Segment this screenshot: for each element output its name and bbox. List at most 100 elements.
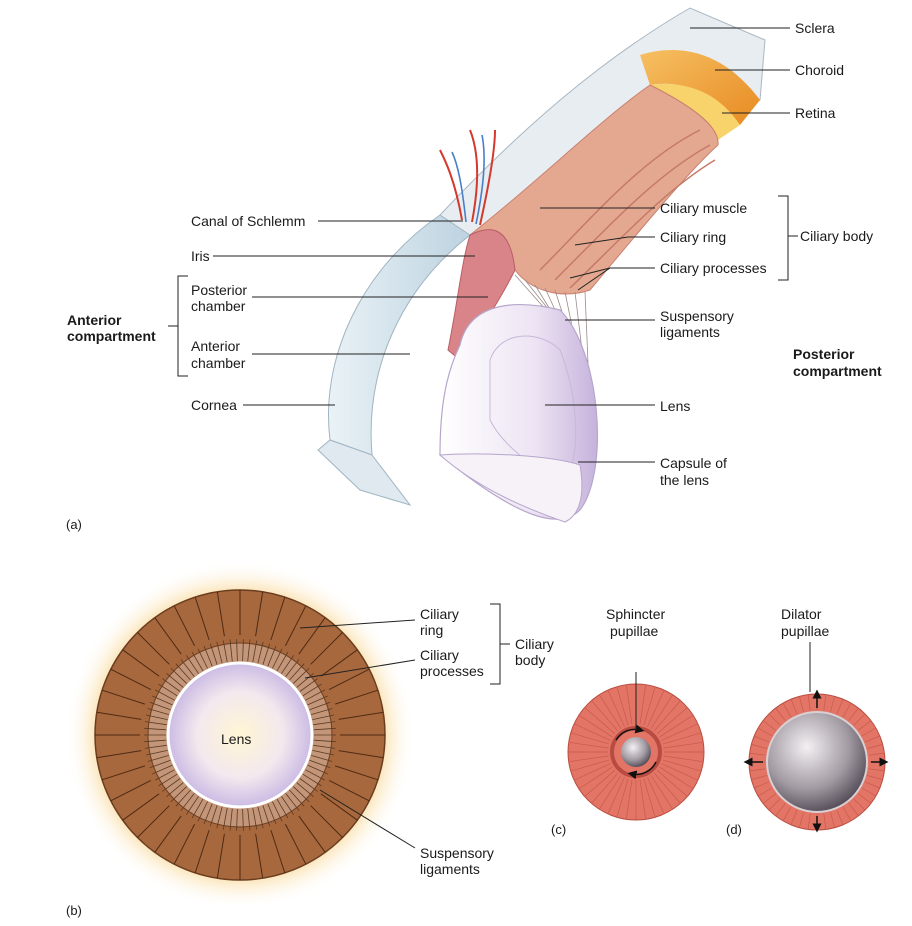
ciliary-process-fiber <box>222 807 228 830</box>
label-b-ciliary-processes-1: Ciliary <box>420 647 459 663</box>
ciliary-process-fiber <box>229 639 233 662</box>
ciliary-process-fiber <box>247 808 251 831</box>
dilator-radial-fiber <box>754 781 770 789</box>
dilator-radial-fiber <box>836 699 844 715</box>
dilator-radial-fibers <box>749 694 885 830</box>
sphincter-radial-fiber <box>591 700 618 732</box>
panel-a-illustration <box>317 7 766 523</box>
panel-d-illustration <box>743 642 889 833</box>
dilator-radial-fiber <box>867 775 883 780</box>
canal-vessels <box>439 129 496 226</box>
dilator-radial-fiber <box>823 813 827 830</box>
canal-vessels-blue <box>451 134 485 225</box>
ciliary-ring-segment <box>137 632 170 665</box>
ciliary-ring-segment <box>110 779 152 802</box>
sphincter-radial-fiber <box>570 732 610 745</box>
dilator-radial-fiber <box>754 735 770 743</box>
ciliary-ring-segment <box>122 793 160 821</box>
label-anterior-compartment-2: compartment <box>67 328 156 344</box>
sphincter-radial-fiber <box>625 684 633 725</box>
sphincter-radial-fiber <box>568 755 609 763</box>
dilator-radial-fiber <box>861 727 877 737</box>
sphincter-radial-fiber <box>661 723 699 741</box>
ciliary-ring-segment <box>334 689 379 705</box>
ciliary-process-fiber <box>144 721 167 726</box>
dilator-radial-fiber <box>853 798 866 811</box>
label-capsule-2: the lens <box>660 472 710 488</box>
sphincter-radial-fiber <box>663 755 704 763</box>
ciliary-process-fiber <box>152 695 173 706</box>
ciliary-process-fiber <box>242 808 244 831</box>
dilator-radial-fiber <box>751 744 767 749</box>
label-b-ciliary-ring-2: ring <box>420 622 444 638</box>
sphincter-radial-fiber <box>643 686 656 726</box>
ciliary-ring-segment <box>96 750 142 759</box>
ciliary-process-fiber <box>152 764 173 775</box>
label-b-suspensory-2: ligaments <box>420 861 480 877</box>
label-anterior-compartment-1: Anterior <box>67 312 122 328</box>
sphincter-radial-fiber <box>578 766 613 790</box>
dilator-radial-fiber <box>864 781 880 789</box>
dilator-radial-fiber <box>830 812 835 828</box>
label-iris: Iris <box>191 248 210 264</box>
sphincter-arrow-2 <box>627 761 657 780</box>
dilator-radial-fiber <box>799 696 804 712</box>
ciliary-ring-segment <box>194 829 210 874</box>
ciliary-ring-segment <box>101 689 146 705</box>
panel-d-tag: (d) <box>726 822 742 837</box>
ciliary-process-fiber <box>166 672 184 688</box>
ciliary-process-fiber <box>155 769 175 781</box>
ciliary-process-fiber <box>144 744 167 749</box>
ciliary-ring-segments <box>95 590 385 880</box>
sphincter-radial-fiber <box>659 714 694 738</box>
dilator-radial-fiber <box>768 798 781 811</box>
ciliary-process-fiber <box>146 750 168 756</box>
ciliary-process-fiber <box>147 755 170 762</box>
ciliary-process-fiber <box>144 727 167 731</box>
ciliary-process-fibers <box>144 639 336 831</box>
ciliary-process-fiber <box>296 782 314 798</box>
dilator-radial-fiber <box>836 809 844 825</box>
dilator-radial-fiber <box>782 806 792 822</box>
ciliary-process-fiber <box>191 651 204 672</box>
ciliary-process-fiber <box>166 782 184 798</box>
sphincter-radial-fiber <box>654 772 681 804</box>
ciliary-ring-segment <box>154 617 182 655</box>
ciliary-ring-segment <box>194 596 210 641</box>
ciliary-ring-segment <box>96 711 142 720</box>
sphincter-radial-fiber <box>598 775 622 810</box>
ciliary-process-fiber <box>229 808 233 831</box>
ciliary-process-fiber <box>312 714 334 720</box>
lens-capsule-cut <box>438 453 583 523</box>
ciliary-ring-segment <box>284 605 307 647</box>
ciliary-process-fiber <box>209 643 218 665</box>
ciliary-body-shape <box>469 84 719 295</box>
dilator-radial-fiber <box>749 752 766 756</box>
ciliary-process-fiber <box>292 668 310 684</box>
dilator-radial-fiber <box>842 702 852 718</box>
sphincter-radial-fiber <box>650 775 674 810</box>
ciliary-process-fiber <box>302 683 322 697</box>
dilator-arrows <box>743 689 889 833</box>
ciliary-ring-segment <box>154 815 182 853</box>
ciliary-process-fiber <box>146 714 168 720</box>
sphincter-radial-fiber <box>573 763 611 781</box>
sphincter-radial-fiber <box>616 778 629 818</box>
panel-b-tag: (b) <box>66 903 82 918</box>
panel-a-tag: (a) <box>66 517 82 532</box>
dilator-radial-fiber <box>861 787 877 797</box>
sphincter-radial-fiber <box>656 770 688 797</box>
dilator-radial-fiber <box>807 694 811 711</box>
label-capsule-1: Capsule of <box>660 455 727 471</box>
ciliary-process-fiber <box>203 645 213 667</box>
ciliary-process-fiber <box>149 759 171 769</box>
ciliary-process-fiber <box>175 663 191 681</box>
ciliary-ring-segment <box>320 649 358 677</box>
ciliary-process-fiber <box>252 640 258 663</box>
sphincter-arrow-1 <box>615 724 645 741</box>
sphincter-radial-fiber <box>616 686 629 726</box>
ciliary-ring-segment <box>216 591 225 637</box>
panel-c-illustration <box>567 672 705 821</box>
sphincter-radial-fiber <box>607 689 625 727</box>
